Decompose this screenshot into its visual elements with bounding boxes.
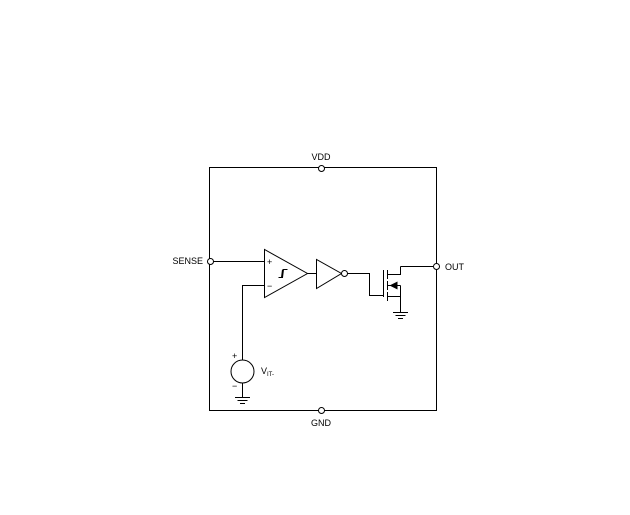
inverter xyxy=(316,258,348,290)
out-pin-circle xyxy=(433,263,440,270)
reference-ground-icon xyxy=(235,397,250,404)
reference-minus-sign: − xyxy=(232,381,237,391)
out-pin-label: OUT xyxy=(445,262,465,272)
inverter-bubble xyxy=(341,270,348,277)
vdd-pin-label: VDD xyxy=(311,152,331,162)
reference-source-circle xyxy=(230,359,255,384)
comparator: + − xyxy=(264,248,309,299)
out-pin: OUT xyxy=(400,262,465,272)
comparator-plus-sign: + xyxy=(267,257,272,267)
gnd-pin-label: GND xyxy=(311,418,332,428)
device-outline xyxy=(209,167,437,411)
reference-source: + − VIT- xyxy=(230,351,274,404)
sense-pin-circle xyxy=(207,258,214,265)
transistor-source xyxy=(387,285,401,313)
inverter-triangle xyxy=(316,258,343,290)
inverter-to-gate-wire xyxy=(347,273,384,296)
hysteresis-icon xyxy=(278,269,288,278)
vdd-pin-circle xyxy=(318,165,325,172)
transistor-body-arrow xyxy=(389,281,398,290)
comparator-triangle xyxy=(264,248,309,299)
reference-label-sub: IT- xyxy=(267,372,274,378)
reference-plus-sign: + xyxy=(232,351,237,361)
transistor-drain xyxy=(387,266,401,275)
reference-wire xyxy=(242,285,265,360)
gnd-pin-circle xyxy=(318,407,325,414)
reference-label-main: V xyxy=(261,366,267,376)
transistor-ground-icon xyxy=(393,312,408,319)
vdd-pin: VDD xyxy=(311,152,331,172)
sense-input: SENSE xyxy=(172,256,264,266)
sense-pin-label: SENSE xyxy=(172,256,203,266)
comparator-minus-sign: − xyxy=(267,281,272,291)
output-transistor xyxy=(383,266,408,319)
reference-label: VIT- xyxy=(261,366,274,378)
gnd-pin: GND xyxy=(311,407,332,428)
